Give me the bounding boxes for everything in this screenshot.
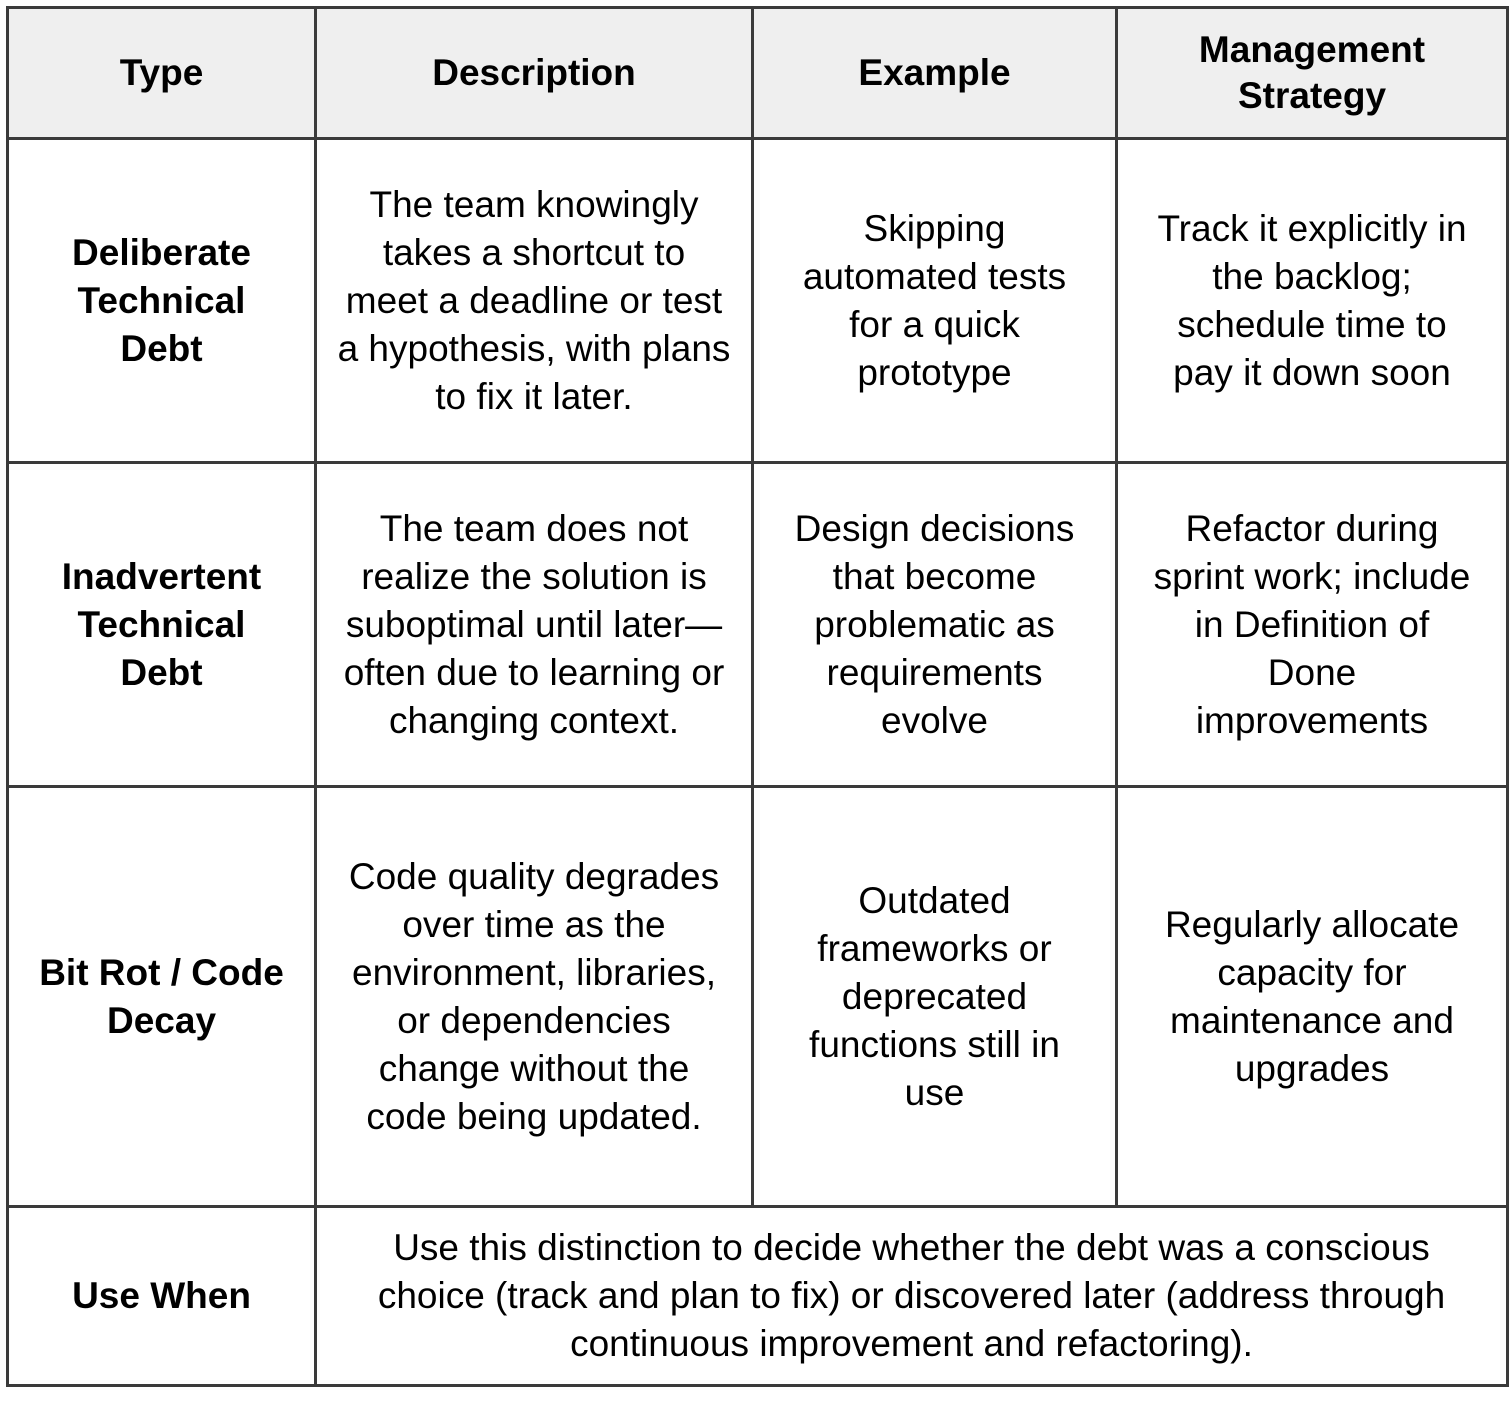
technical-debt-table: Type Description Example Management Stra… — [6, 6, 1509, 1387]
header-example: Example — [751, 6, 1118, 140]
row-strategy-cell: Regularly allocate capacity for maintena… — [1115, 785, 1509, 1208]
footer-label-cell: Use When — [6, 1205, 317, 1387]
row-strategy-cell: Track it explicitly in the backlog; sche… — [1115, 137, 1509, 464]
row-description-cell: Code quality degrades over time as the e… — [314, 785, 754, 1208]
header-description: Description — [314, 6, 754, 140]
row-strategy-cell: Refactor during sprint work; include in … — [1115, 461, 1509, 788]
table-row: Deliberate Technical Debt The team knowi… — [6, 137, 1509, 464]
header-row: Type Description Example Management Stra… — [6, 6, 1509, 140]
row-type-cell: Inadvertent Technical Debt — [6, 461, 317, 788]
row-type-cell: Deliberate Technical Debt — [6, 137, 317, 464]
row-description-cell: The team knowingly takes a shortcut to m… — [314, 137, 754, 464]
row-type-cell: Bit Rot / Code Decay — [6, 785, 317, 1208]
row-example-cell: Design decisions that become problematic… — [751, 461, 1118, 788]
footer-row: Use When Use this distinction to decide … — [6, 1205, 1509, 1387]
header-management-strategy-label: Management Strategy — [1198, 29, 1426, 116]
header-management-strategy: Management Strategy — [1115, 6, 1509, 140]
row-description-cell: The team does not realize the solution i… — [314, 461, 754, 788]
table-row: Bit Rot / Code Decay Code quality degrad… — [6, 785, 1509, 1208]
row-type-label: Inadvertent Technical Debt — [61, 555, 262, 693]
row-example-cell: Skipping automated tests for a quick pro… — [751, 137, 1118, 464]
row-type-label: Deliberate Technical Debt — [72, 231, 251, 369]
row-example-cell: Outdated frameworks or deprecated functi… — [751, 785, 1118, 1208]
table-row: Inadvertent Technical Debt The team does… — [6, 461, 1509, 788]
footer-text-cell: Use this distinction to decide whether t… — [314, 1205, 1509, 1387]
row-type-label: Bit Rot / Code Decay — [39, 951, 284, 1041]
header-type: Type — [6, 6, 317, 140]
